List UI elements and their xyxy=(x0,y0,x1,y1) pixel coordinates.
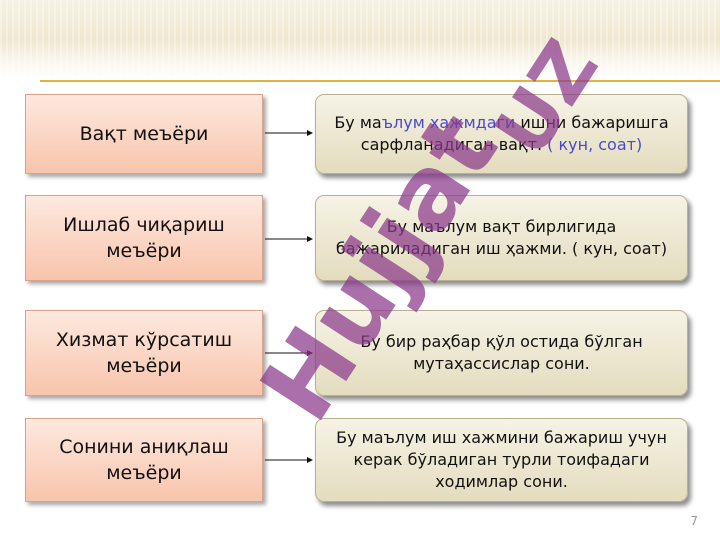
page-number: 7 xyxy=(690,514,698,528)
arrow-4 xyxy=(265,457,313,463)
definition-text: Бу маълум иш хажмини бажариш учун керак … xyxy=(336,428,667,491)
term-label: Ишлаб чиқариш меъёри xyxy=(63,214,225,262)
term-label: Вақт меъёри xyxy=(79,123,209,145)
term-label: Хизмат кўрсатиш меъёри xyxy=(55,329,233,377)
definition-box-count-norm: Бу маълум иш хажмини бажариш учун керак … xyxy=(315,418,688,502)
definition-text: Бу бир раҳбар қўл остида бўлган мутаҳасс… xyxy=(360,332,643,373)
definition-part: Бу ма xyxy=(334,113,382,132)
term-box-service-norm: Хизмат кўрсатиш меъёри xyxy=(25,310,263,396)
arrow-2 xyxy=(265,236,313,242)
arrow-1 xyxy=(265,130,313,136)
definition-part-units: ( кун, соат) xyxy=(547,135,643,154)
header-band xyxy=(0,0,720,80)
term-box-production-norm: Ишлаб чиқариш меъёри xyxy=(25,195,263,281)
definition-text: Бу маълум вақт бирлигида бажариладиган и… xyxy=(335,217,668,258)
header-divider xyxy=(40,80,720,82)
term-box-time-norm: Вақт меъёри xyxy=(25,94,263,174)
definition-part-highlight: ълум хажмдаги xyxy=(381,113,516,132)
definition-box-production-norm: Бу маълум вақт бирлигида бажариладиган и… xyxy=(315,195,688,281)
term-box-count-norm: Сонини аниқлаш меъёри xyxy=(25,418,263,502)
definition-box-time-norm: Бу маълум хажмдаги ишни бажаришга сарфла… xyxy=(315,94,688,174)
term-label: Сонини аниқлаш меъёри xyxy=(59,436,229,484)
definition-text: Бу маълум хажмдаги ишни бажаришга сарфла… xyxy=(332,112,671,156)
arrow-3 xyxy=(265,350,313,356)
definition-box-service-norm: Бу бир раҳбар қўл остида бўлган мутаҳасс… xyxy=(315,310,688,396)
definition-part: ишни бажаришга сарфланадиган вақт. xyxy=(360,113,669,154)
